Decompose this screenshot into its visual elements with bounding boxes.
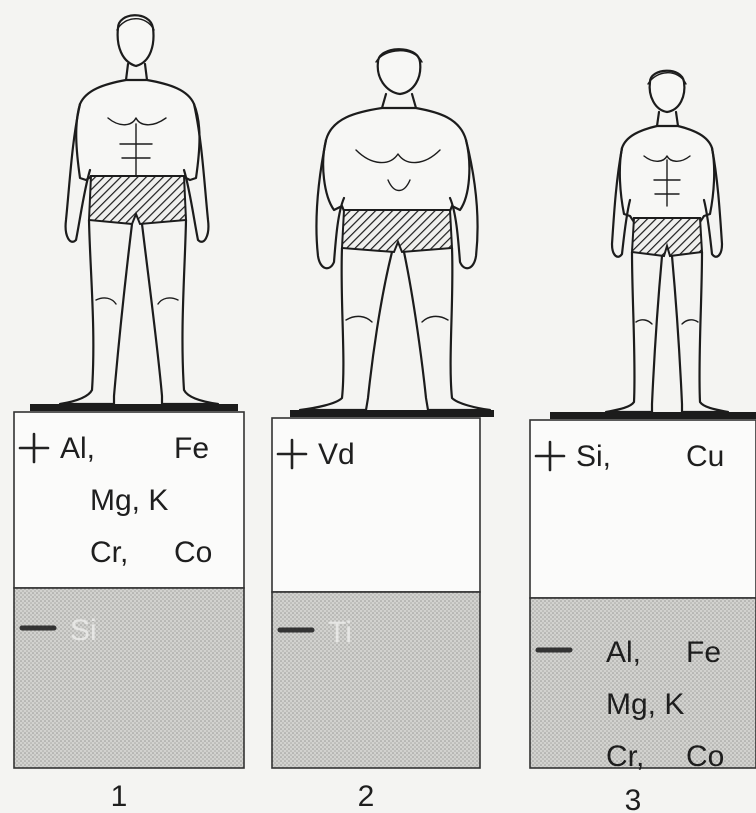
element-symbol: Cr, (90, 536, 128, 569)
element-symbol: Cr, (606, 740, 644, 773)
element-symbol: Co (174, 536, 212, 569)
figure-2 (290, 49, 494, 417)
positive-box (272, 418, 480, 592)
body-type-number: 1 (111, 780, 128, 813)
figure-1 (30, 15, 238, 411)
element-symbol: Vd (318, 438, 355, 471)
element-symbol: Mg, K (90, 484, 168, 517)
element-symbol: Fe (686, 636, 721, 669)
element-symbol: Si, (576, 440, 611, 473)
negative-box (14, 588, 244, 768)
element-symbol: Cu (686, 440, 724, 473)
element-symbol: Ti (328, 616, 352, 649)
body-type-number: 2 (358, 780, 375, 813)
element-symbol: Al, (60, 432, 95, 465)
figure-3 (550, 71, 756, 419)
negative-box (272, 592, 480, 768)
body-type-number: 3 (625, 784, 642, 813)
element-symbol: Al, (606, 636, 641, 669)
element-symbol: Fe (174, 432, 209, 465)
element-symbol: Si (70, 614, 97, 647)
element-symbol: Mg, K (606, 688, 684, 721)
element-symbol: Co (686, 740, 724, 773)
